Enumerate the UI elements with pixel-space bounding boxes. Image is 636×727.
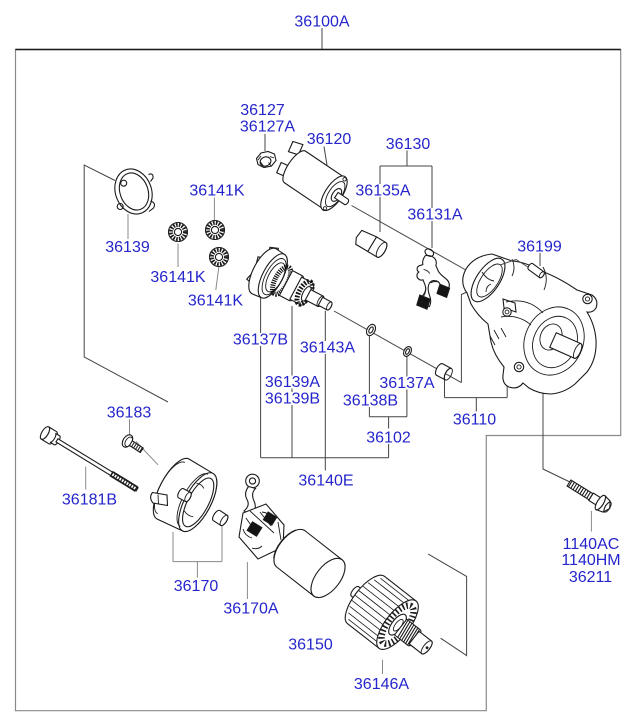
svg-text:36130: 36130 bbox=[386, 136, 431, 153]
svg-text:36100A: 36100A bbox=[294, 14, 349, 31]
svg-text:36139A: 36139A bbox=[265, 374, 320, 391]
svg-text:36183: 36183 bbox=[107, 405, 152, 422]
svg-text:36211: 36211 bbox=[569, 569, 612, 586]
svg-text:36110: 36110 bbox=[453, 412, 496, 429]
svg-text:36141K: 36141K bbox=[189, 183, 244, 200]
svg-text:36120: 36120 bbox=[307, 131, 352, 148]
svg-text:36135A: 36135A bbox=[355, 183, 410, 200]
svg-text:36143A: 36143A bbox=[300, 340, 355, 357]
svg-text:36127A: 36127A bbox=[240, 119, 295, 136]
svg-text:36139: 36139 bbox=[105, 239, 150, 256]
svg-text:36140E: 36140E bbox=[298, 473, 353, 490]
svg-text:36150: 36150 bbox=[288, 637, 333, 654]
svg-text:36139B: 36139B bbox=[265, 391, 320, 408]
svg-text:36181B: 36181B bbox=[62, 492, 117, 509]
svg-text:36170: 36170 bbox=[174, 578, 219, 595]
svg-text:36102: 36102 bbox=[366, 430, 411, 447]
svg-text:36170A: 36170A bbox=[223, 601, 278, 618]
svg-text:36131A: 36131A bbox=[407, 207, 462, 224]
svg-text:36127: 36127 bbox=[240, 102, 285, 119]
svg-text:1140HM: 1140HM bbox=[561, 552, 620, 569]
svg-text:36138B: 36138B bbox=[343, 393, 398, 410]
svg-text:1140AC: 1140AC bbox=[563, 536, 620, 553]
svg-text:36141K: 36141K bbox=[188, 293, 243, 310]
svg-text:36137A: 36137A bbox=[379, 375, 434, 392]
svg-text:36137B: 36137B bbox=[233, 332, 288, 349]
svg-text:36146A: 36146A bbox=[354, 676, 409, 693]
svg-text:36199: 36199 bbox=[517, 239, 562, 256]
svg-text:36141K: 36141K bbox=[150, 269, 205, 286]
